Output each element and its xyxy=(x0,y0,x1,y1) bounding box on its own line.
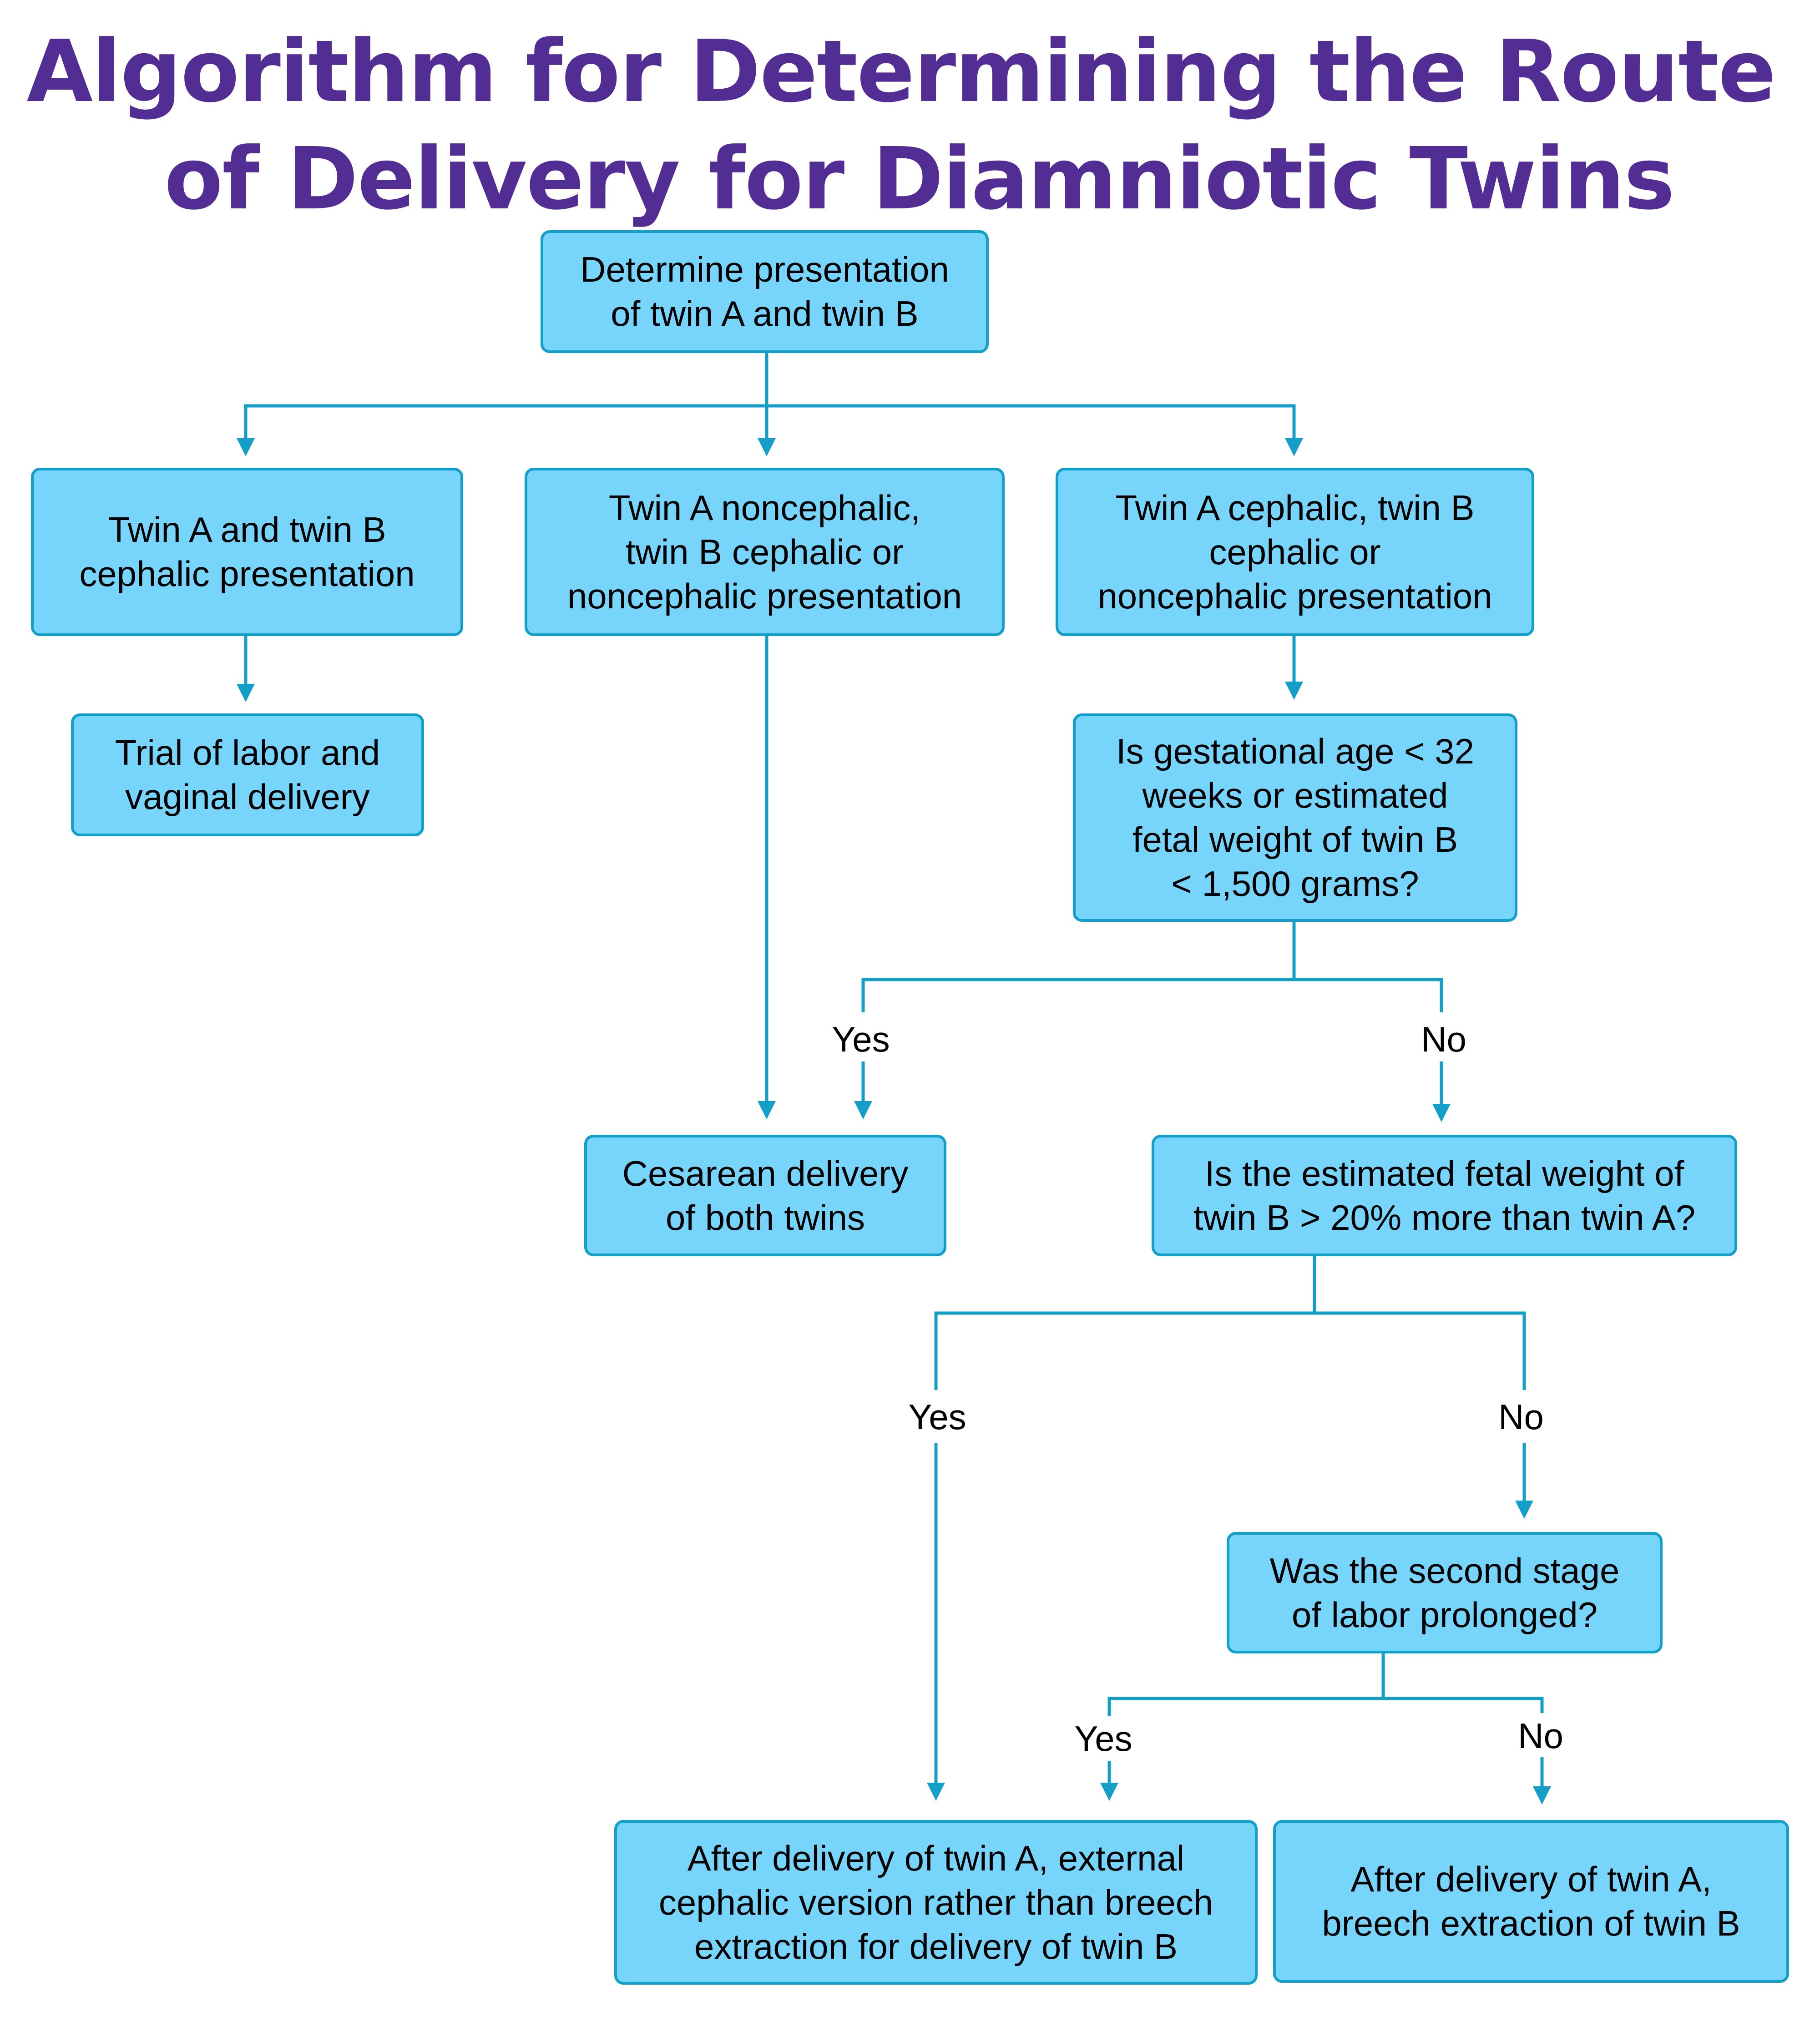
node-text-line: of twin A and twin B xyxy=(611,293,919,334)
connector-ga-bar xyxy=(861,978,1443,1012)
node-text-line: < 1,500 grams? xyxy=(1171,864,1419,904)
node-text-line: noncephalic presentation xyxy=(1097,576,1492,616)
arrowhead-icon xyxy=(1100,1783,1118,1801)
node-breech-extraction: After delivery of twin A,breech extracti… xyxy=(1273,1820,1789,1983)
connector-branch-bar xyxy=(244,404,1296,438)
node-text-line: Trial of labor and xyxy=(115,733,380,773)
label-stage-yes: Yes xyxy=(1074,1719,1132,1759)
arrowhead-icon xyxy=(237,684,255,702)
arrowhead-icon xyxy=(758,1101,776,1119)
node-text-line: After delivery of twin A, external xyxy=(687,1838,1185,1878)
label-ga-yes: Yes xyxy=(832,1019,890,1059)
title-line-2: of Delivery for Diamniotic Twins xyxy=(164,129,1675,229)
arrowhead-icon xyxy=(1515,1501,1533,1519)
node-text-line: Twin A noncephalic, xyxy=(608,487,921,528)
node-text-line: cephalic or xyxy=(1209,531,1381,572)
node-text-line: cephalic presentation xyxy=(79,554,415,594)
arrowhead-icon xyxy=(854,1101,872,1119)
node-text-line: cephalic version rather than breech xyxy=(658,1882,1213,1922)
arrowhead-icon xyxy=(237,438,255,456)
node-text-line: weeks or estimated xyxy=(1142,775,1448,815)
title-line-1: Algorithm for Determining the Route xyxy=(26,22,1776,121)
node-text-line: Was the second stage xyxy=(1269,1550,1620,1591)
label-ga-no: No xyxy=(1421,1019,1466,1059)
arrowhead-icon xyxy=(1432,1104,1451,1122)
node-text-line: of labor prolonged? xyxy=(1291,1594,1598,1635)
node-text-line: fetal weight of twin B xyxy=(1132,819,1458,859)
node-text-line: Twin A and twin B xyxy=(108,510,386,550)
label-efw-no: No xyxy=(1498,1397,1544,1437)
label-efw-yes: Yes xyxy=(908,1397,966,1437)
label-stage-no: No xyxy=(1518,1716,1563,1756)
node-text-line: extraction for delivery of twin B xyxy=(694,1926,1178,1966)
node-text-line: twin B cephalic or xyxy=(625,531,904,572)
node-text-line: Is gestational age < 32 xyxy=(1116,731,1475,771)
arrowhead-icon xyxy=(927,1783,945,1801)
node-text-line: Is the estimated fetal weight of xyxy=(1204,1153,1684,1193)
node-text-line: noncephalic presentation xyxy=(567,576,962,616)
node-text-line: Cesarean delivery xyxy=(622,1153,909,1193)
connector-efw-bar xyxy=(934,1311,1526,1390)
node-text-line: breech extraction of twin B xyxy=(1322,1903,1740,1943)
node-text-line: Twin A cephalic, twin B xyxy=(1115,487,1475,528)
node-text-line: of both twins xyxy=(666,1197,865,1238)
node-text-line: twin B > 20% more than twin A? xyxy=(1193,1197,1696,1238)
node-text: After delivery of twin A,breech extracti… xyxy=(1322,1857,1740,1946)
arrowhead-icon xyxy=(1285,682,1303,700)
page-title: Algorithm for Determining the Route of D… xyxy=(0,18,1820,233)
node-text-line: Determine presentation xyxy=(580,249,949,289)
node-text-line: vaginal delivery xyxy=(125,777,370,817)
arrowhead-icon xyxy=(1533,1786,1551,1805)
node-text-line: After delivery of twin A, xyxy=(1350,1859,1712,1899)
arrowhead-icon xyxy=(758,438,776,456)
connector-stage-bar xyxy=(1107,1697,1544,1716)
arrowhead-icon xyxy=(1285,438,1303,456)
